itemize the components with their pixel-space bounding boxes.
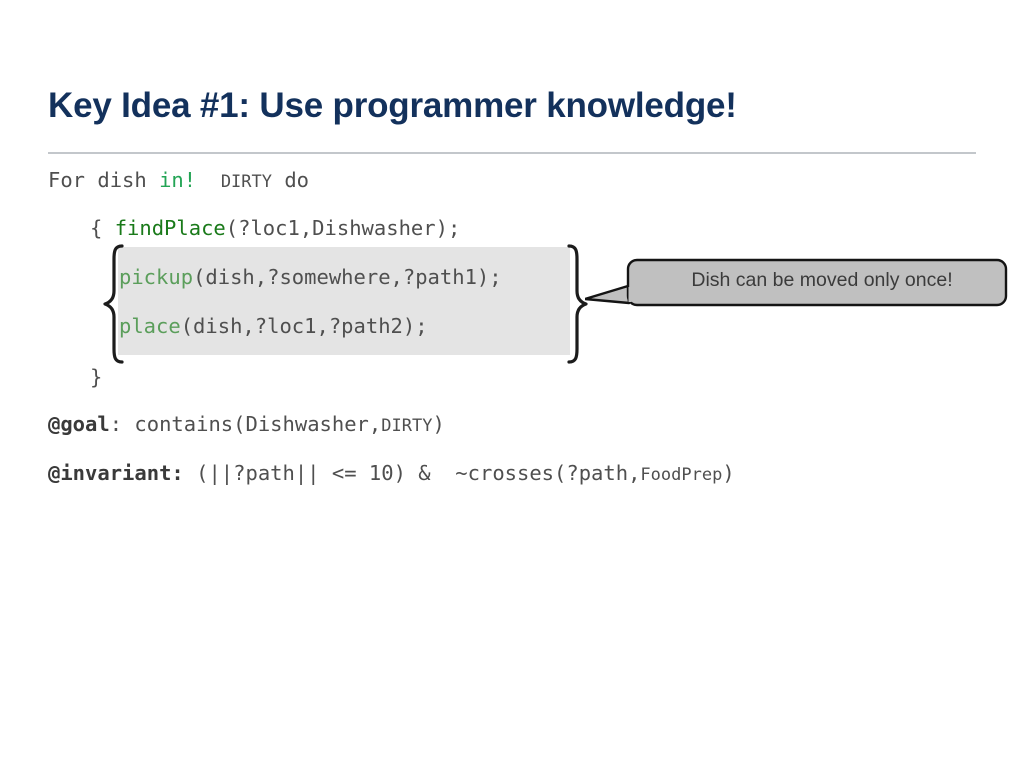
code-line-invariant: @invariant: (||?path|| <= 10) & ~crosses…: [48, 460, 735, 488]
code-line-goal: @goal: contains(Dishwasher,DIRTY): [48, 411, 445, 439]
title-divider: [48, 152, 976, 154]
code-line-place: place(dish,?loc1,?path2);: [119, 313, 428, 339]
code-line-pickup: pickup(dish,?somewhere,?path1);: [119, 264, 502, 290]
code-for-suffix: do: [272, 168, 310, 192]
left-curly-brace-icon: [103, 244, 124, 364]
right-curly-brace-icon: [567, 244, 588, 364]
code-args-place: (dish,?loc1,?path2);: [180, 314, 428, 338]
code-goal-body: : contains(Dishwasher,: [109, 412, 382, 436]
code-invariant-body: (||?path|| <= 10) & ~crosses(?path,: [183, 461, 641, 485]
code-for-gap: [196, 168, 221, 192]
code-args-pickup: (dish,?somewhere,?path1);: [193, 265, 502, 289]
code-line-for-loop: For dish in! DIRTY do: [48, 167, 309, 195]
code-goal-constant: DIRTY: [381, 416, 433, 436]
code-constant-dirty: DIRTY: [220, 172, 272, 192]
code-fn-findplace: findPlace: [114, 216, 226, 240]
code-fn-pickup: pickup: [119, 265, 194, 289]
annotation-callout: Dish can be moved only once!: [583, 255, 1010, 310]
callout-bubble-shape: [583, 258, 1008, 307]
code-goal-suffix: ): [432, 412, 445, 436]
code-args-findplace: (?loc1,Dishwasher);: [225, 216, 461, 240]
code-line-close-brace: }: [90, 365, 103, 389]
code-for-prefix: For dish: [48, 168, 160, 192]
code-tag-invariant: @invariant:: [48, 461, 184, 485]
page-title: Key Idea #1: Use programmer knowledge!: [48, 86, 737, 125]
code-open-brace: {: [90, 216, 115, 240]
callout-tail-icon: [583, 284, 631, 305]
code-tag-goal: @goal: [48, 412, 110, 436]
highlighted-code-block: [118, 247, 570, 355]
code-invariant-constant: FoodPrep: [640, 465, 723, 485]
code-invariant-suffix: ): [722, 461, 735, 485]
callout-text: Dish can be moved only once!: [691, 268, 953, 291]
code-line-findplace: { findPlace(?loc1,Dishwasher);: [90, 215, 460, 241]
code-fn-place: place: [119, 314, 181, 338]
code-keyword-in: in!: [159, 168, 197, 192]
